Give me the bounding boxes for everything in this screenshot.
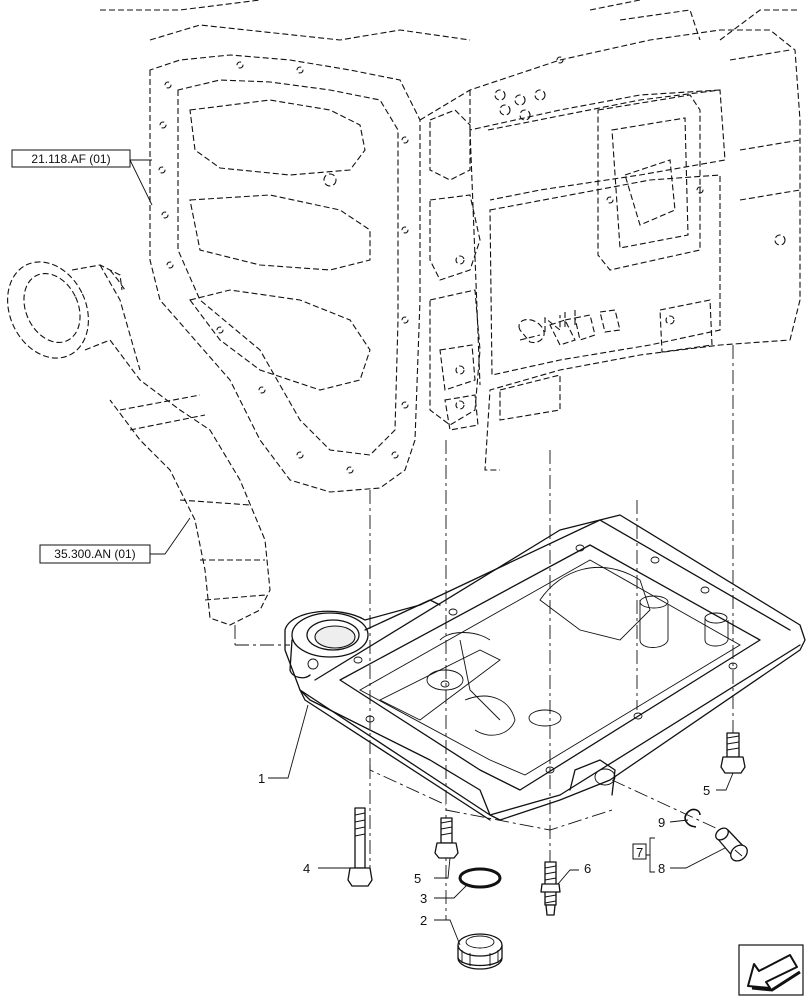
- part-8-plug: [715, 827, 748, 862]
- oil-pipe: [7, 261, 271, 626]
- part-9-ring: [684, 808, 701, 828]
- callout-3: 3: [420, 891, 427, 906]
- part-3-o-ring: [458, 867, 502, 889]
- callout-1: 1: [258, 771, 265, 786]
- callout-9: 9: [658, 815, 665, 830]
- ref-box-pipe[interactable]: 35.300.AN (01): [39, 544, 151, 564]
- part-2-drain-plug: [457, 933, 503, 970]
- callout-7: 7: [636, 845, 643, 860]
- callout-2: 2: [420, 913, 427, 928]
- callouts: 1 4 5 3 2 6 5 7 9 8: [258, 771, 710, 928]
- part-4-long-bolt: [347, 807, 373, 887]
- part-5-short-bolt-right: [720, 732, 746, 774]
- callout-8: 8: [658, 861, 665, 876]
- callout-4: 4: [303, 861, 310, 876]
- ref-label-top: 21.118.AF (01): [31, 152, 110, 166]
- leader-lines: [129, 159, 734, 946]
- callout-5-right: 5: [703, 783, 710, 798]
- callout-5-left: 5: [414, 871, 421, 886]
- part-6-stud: [540, 861, 561, 916]
- part-5-short-bolt-left: [434, 817, 459, 859]
- ref-box-top[interactable]: 21.118.AF (01): [11, 149, 131, 168]
- oil-pan: [284, 514, 806, 821]
- transmission-housing: [100, 0, 801, 493]
- callout-6: 6: [584, 861, 591, 876]
- nav-arrow-icon[interactable]: [738, 944, 804, 996]
- ref-label-pipe: 35.300.AN (01): [54, 547, 135, 561]
